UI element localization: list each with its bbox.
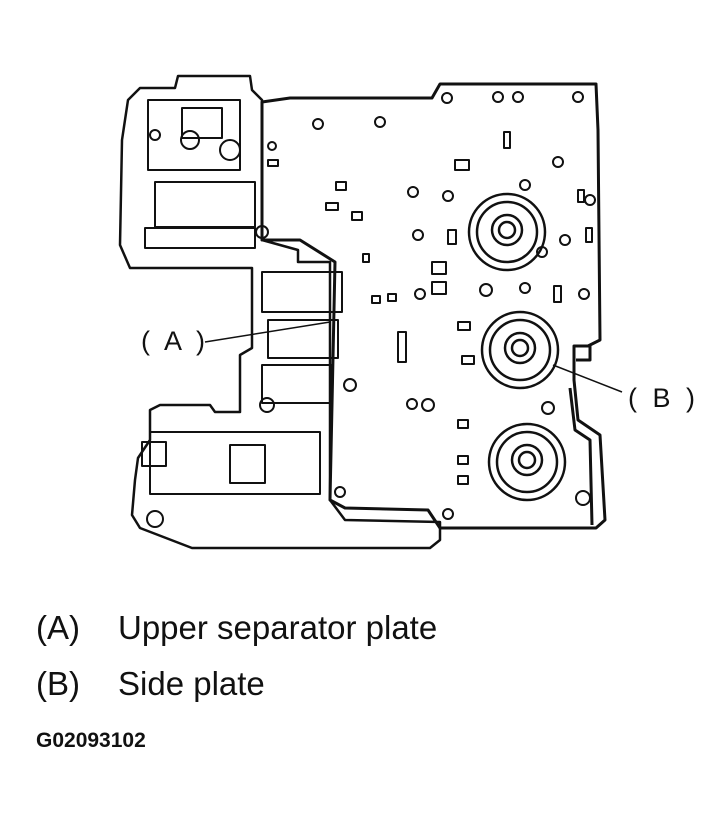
figure-id: G02093102 — [36, 729, 146, 752]
upper-separator-plate — [260, 82, 607, 530]
leader-line-a — [204, 321, 331, 343]
callout-label-a: ( A ) — [141, 326, 210, 356]
legend-item-a: (A) Upper separator plate — [36, 609, 437, 647]
legend-key: (A) — [36, 609, 80, 646]
left-chambers — [141, 99, 343, 495]
side-plate — [568, 344, 594, 526]
legend-text: Upper separator plate — [118, 609, 438, 646]
callout-label-b: ( B ) — [628, 383, 699, 413]
valve-body-illustration — [118, 74, 623, 550]
leader-line-b — [552, 364, 623, 393]
legend-text: Side plate — [118, 665, 265, 702]
legend-key: (B) — [36, 665, 80, 702]
piston-top — [467, 192, 547, 272]
piston-bottom — [487, 422, 567, 502]
plate-slots — [267, 131, 593, 485]
piston-middle — [480, 310, 560, 390]
plate-holes — [146, 91, 596, 528]
legend-item-b: (B) Side plate — [36, 665, 265, 703]
